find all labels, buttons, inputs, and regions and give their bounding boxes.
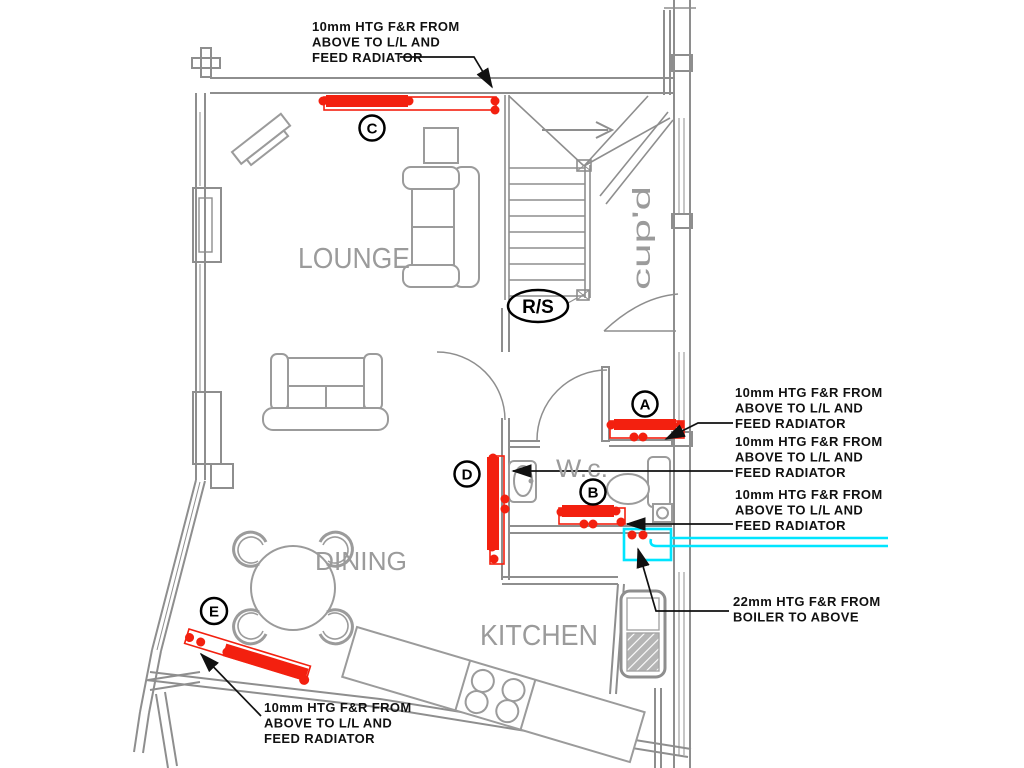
furniture bbox=[230, 112, 646, 764]
door-swings bbox=[436, 293, 679, 441]
cupboard-label: cup'd bbox=[628, 186, 656, 290]
toilet-bowl bbox=[606, 473, 650, 505]
walls bbox=[133, 0, 696, 768]
leader-e bbox=[199, 652, 262, 717]
lounge-sofa-right bbox=[402, 166, 480, 288]
leader-a bbox=[664, 422, 733, 440]
leader-c bbox=[400, 56, 493, 89]
dining-chairs bbox=[232, 530, 354, 646]
rs-tag-text: R/S bbox=[522, 297, 554, 318]
pipe-dot-1 bbox=[627, 530, 637, 540]
staircase bbox=[504, 95, 674, 304]
stair-direction-arrow bbox=[542, 121, 615, 139]
dining-table bbox=[250, 545, 336, 631]
tag-a: A bbox=[640, 397, 651, 414]
tag-c: C bbox=[367, 121, 378, 138]
note-boiler: 22mm HTG F&R FROM BOILER TO ABOVE bbox=[733, 594, 885, 625]
rs-tag: R/S bbox=[506, 288, 570, 324]
lounge-door-arc bbox=[436, 351, 506, 421]
note-radiator-d: 10mm HTG F&R FROM ABOVE TO L/L AND FEED … bbox=[735, 434, 887, 480]
tag-d: D bbox=[462, 467, 473, 484]
kitchen-counter bbox=[340, 625, 646, 764]
boiler bbox=[619, 589, 667, 679]
radiator-tags: C A B D E bbox=[199, 114, 659, 626]
dining-label: DINING bbox=[315, 546, 407, 576]
leader-lines bbox=[199, 56, 733, 717]
pipe-dot-2 bbox=[638, 530, 648, 540]
side-table bbox=[423, 127, 459, 164]
tag-e: E bbox=[209, 604, 219, 621]
lounge-sofa-bottom bbox=[262, 353, 389, 431]
note-radiator-e: 10mm HTG F&R FROM ABOVE TO L/L AND FEED … bbox=[264, 700, 416, 746]
radiator-c bbox=[318, 95, 500, 115]
corner-unit bbox=[230, 112, 292, 167]
tag-b: B bbox=[588, 485, 599, 502]
radiator-e bbox=[183, 628, 312, 685]
toilet-cistern bbox=[647, 456, 671, 508]
radiators bbox=[183, 95, 685, 685]
note-radiator-c: 10mm HTG F&R FROM ABOVE TO L/L AND FEED … bbox=[312, 19, 464, 65]
radiator-d bbox=[487, 453, 510, 565]
pipe-return bbox=[649, 538, 888, 548]
kitchen-label: KITCHEN bbox=[480, 620, 598, 652]
note-radiator-a: 10mm HTG F&R FROM ABOVE TO L/L AND FEED … bbox=[735, 385, 887, 431]
radiator-b bbox=[556, 505, 626, 529]
leader-boiler bbox=[636, 547, 729, 612]
cupboard-door-arc bbox=[603, 293, 679, 332]
wc-door-arc bbox=[536, 369, 608, 441]
wc-label: W.c. bbox=[556, 455, 608, 483]
radiator-a bbox=[606, 419, 685, 442]
note-radiator-b: 10mm HTG F&R FROM ABOVE TO L/L AND FEED … bbox=[735, 487, 887, 533]
lounge-label: LOUNGE bbox=[298, 243, 410, 275]
